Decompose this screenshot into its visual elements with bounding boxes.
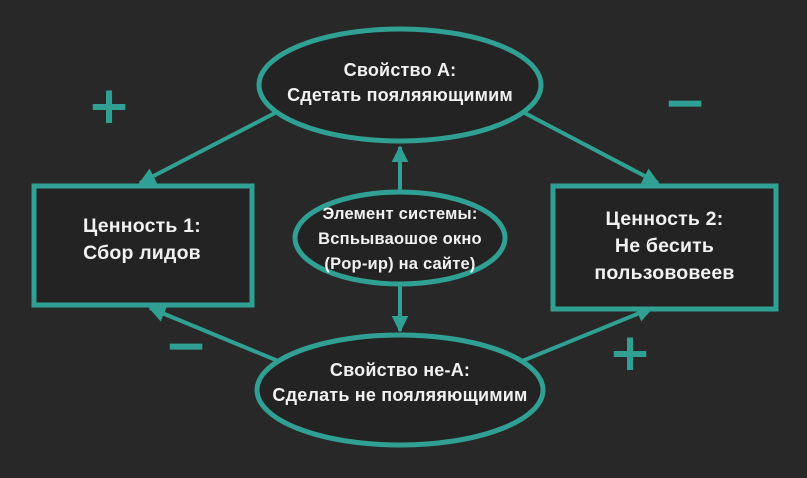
- left-rect-line2: Сбор лидов: [83, 242, 201, 264]
- center-ellipse-line1: Элемент системы:: [322, 205, 478, 223]
- plus-sign-top-left: +: [87, 76, 131, 136]
- center-ellipse: [292, 189, 508, 287]
- right-rect-line1: Ценность 2:: [605, 208, 724, 230]
- top-ellipse-label: Свойство А: Сдетать пояляяющимим: [260, 58, 540, 108]
- bottom-ellipse-line1: Свойство не-А:: [329, 360, 471, 380]
- center-ellipse-line3: (Pop-ир) на сайте): [324, 255, 476, 273]
- edge-top-left: [138, 98, 301, 185]
- top-ellipse-line1: Свойство А:: [343, 60, 457, 80]
- bottom-ellipse-line2: Сделать не пояляяющимим: [272, 385, 528, 405]
- right-rect-line3: пользововеев: [594, 262, 735, 284]
- left-rect-label: Ценность 1: Сбор лидов: [32, 213, 252, 267]
- minus-sign-top-right: −: [663, 73, 707, 133]
- center-ellipse-line2: Вспьываошое окно: [318, 230, 482, 248]
- left-rect-line1: Ценность 1:: [83, 215, 201, 237]
- center-ellipse-label: Элемент системы: Вспьываошое окно (Pop-и…: [293, 202, 507, 277]
- edge-top-right: [499, 98, 660, 185]
- edge-bottom-right: [499, 305, 654, 372]
- edge-bottom-left: [148, 306, 301, 372]
- top-ellipse: [256, 26, 544, 144]
- left-rect: [31, 183, 255, 308]
- right-rect: [550, 183, 779, 312]
- right-rect-line2: Не бесить: [614, 235, 715, 257]
- right-rect-label: Ценность 2: Не бесить пользововеев: [551, 206, 778, 287]
- top-ellipse-line2: Сдетать пояляяющимим: [287, 85, 513, 105]
- plus-sign-bottom-right: +: [608, 323, 652, 383]
- minus-sign-bottom-left: −: [164, 316, 208, 376]
- bottom-ellipse: [254, 332, 546, 448]
- bottom-ellipse-label: Свойство не-А: Сделать не пояляяющимим: [245, 358, 555, 408]
